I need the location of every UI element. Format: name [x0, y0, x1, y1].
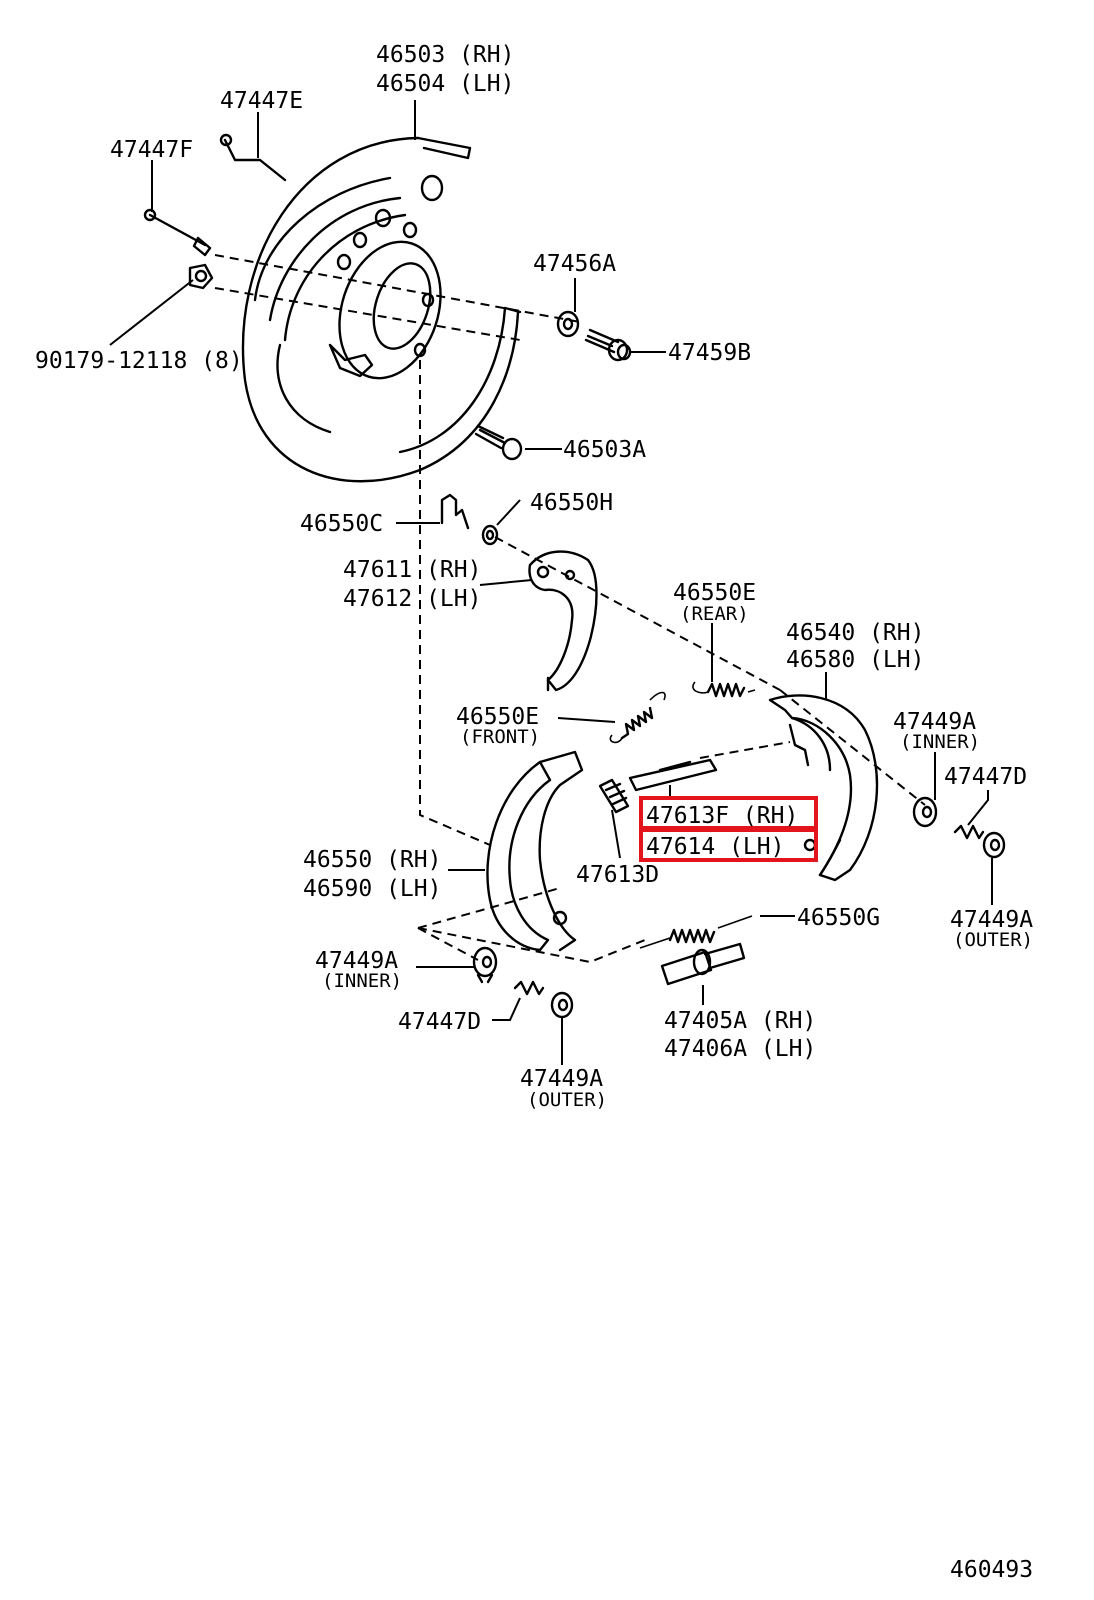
label-46550G: 46550G — [797, 905, 880, 931]
label-46504: 46504 (LH) — [376, 71, 514, 97]
spring-47613D — [598, 778, 630, 814]
parking-brake-lever — [528, 550, 598, 692]
label-46580: 46580 (LH) — [786, 647, 924, 673]
label-outer-note-left: (OUTER) — [527, 1089, 607, 1111]
strut-47613F — [628, 758, 718, 792]
label-47449A-inner-right: 47449A — [893, 709, 976, 735]
spring-46550E-front — [609, 691, 666, 744]
diagram-number: 460493 — [950, 1557, 1033, 1583]
label-47613D: 47613D — [576, 862, 659, 888]
backing-plate — [241, 136, 522, 483]
nut-90179 — [188, 263, 214, 290]
label-46550E-front: 46550E — [456, 704, 539, 730]
part-labels: 46503 (RH) 46504 (LH) 47447E 47447F 4745… — [35, 42, 1033, 1583]
label-90179: 90179-12118 (8) — [35, 348, 243, 374]
label-rear-note: (REAR) — [680, 603, 749, 625]
assembly-guide-lines — [214, 254, 926, 964]
cup-47449A-outer-right — [982, 831, 1006, 859]
label-47447F: 47447F — [110, 137, 193, 163]
label-47406A: 47406A (LH) — [664, 1036, 816, 1062]
cup-47449A-inner-left — [472, 946, 498, 984]
label-47614: 47614 (LH) — [646, 834, 784, 860]
washer-46550H — [481, 524, 499, 546]
label-46590: 46590 (LH) — [303, 876, 441, 902]
label-46550H: 46550H — [530, 490, 613, 516]
spring-47447D-left — [513, 980, 545, 996]
highlight-box-47614 — [639, 828, 818, 862]
bolt-46503A — [474, 424, 523, 461]
label-47613F: 47613F (RH) — [646, 803, 798, 829]
clip-46550C — [440, 493, 470, 530]
label-47405A: 47405A (RH) — [664, 1008, 816, 1034]
spring-46550G — [639, 915, 753, 949]
label-46503: 46503 (RH) — [376, 42, 514, 68]
cup-47449A-inner-right — [912, 796, 938, 828]
label-46550: 46550 (RH) — [303, 847, 441, 873]
leader-lines — [109, 100, 993, 1065]
label-47447D-left: 47447D — [398, 1009, 481, 1035]
clip-47447E — [219, 133, 287, 182]
label-47459B: 47459B — [668, 340, 751, 366]
label-47449A-outer-right: 47449A — [950, 907, 1033, 933]
label-47611: 47611 (RH) — [343, 557, 481, 583]
washer-47456A — [556, 310, 580, 338]
pin-47447F — [143, 208, 212, 257]
label-inner-note-left: (INNER) — [322, 970, 402, 992]
label-47447E: 47447E — [220, 88, 303, 114]
cup-47449A-outer-left — [550, 991, 574, 1019]
bolt-47459B — [584, 328, 632, 362]
rear-brake-shoe — [768, 694, 879, 882]
shoe-adjuster-47405A — [660, 942, 746, 986]
label-47449A-inner-left: 47449A — [315, 948, 398, 974]
label-47456A: 47456A — [533, 251, 616, 277]
label-47447D-right: 47447D — [944, 764, 1027, 790]
label-front-note: (FRONT) — [460, 726, 540, 748]
label-inner-note-right: (INNER) — [900, 731, 980, 753]
label-46503A: 46503A — [563, 437, 646, 463]
highlight-boxes — [639, 796, 818, 862]
label-46550C: 46550C — [300, 511, 383, 537]
label-46540: 46540 (RH) — [786, 620, 924, 646]
label-47612: 47612 (LH) — [343, 586, 481, 612]
spring-47447D-right — [953, 824, 985, 840]
label-outer-note-right: (OUTER) — [953, 929, 1033, 951]
label-47449A-outer-left: 47449A — [520, 1066, 603, 1092]
spring-46550E-rear — [692, 681, 756, 698]
front-brake-shoe — [486, 750, 584, 952]
label-46550E-rear: 46550E — [673, 580, 756, 606]
